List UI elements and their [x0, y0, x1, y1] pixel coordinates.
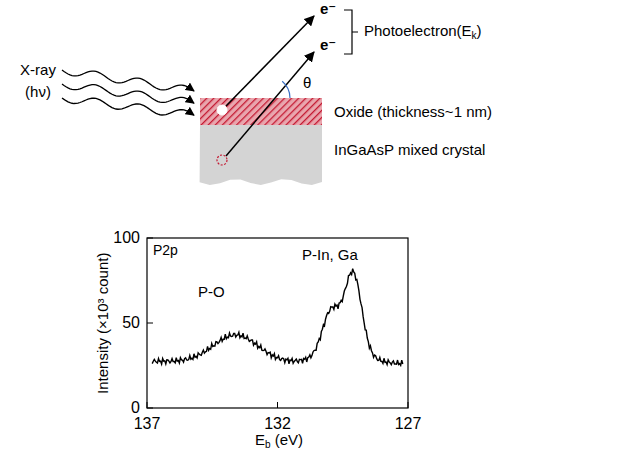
tick-label: 137: [134, 415, 161, 433]
tick-label: 50: [122, 314, 140, 332]
tick-label: 0: [131, 399, 140, 417]
x-ray-label: (hν): [25, 84, 51, 101]
tick-label: 127: [395, 415, 422, 433]
bracket: [344, 10, 358, 54]
tick: [147, 238, 153, 239]
axis-title: Intensity (×10³ count): [96, 252, 113, 393]
angle-label: θ: [303, 75, 311, 92]
x-ray-label: X-ray: [20, 62, 56, 79]
tick: [147, 408, 153, 409]
electron-path: [226, 52, 314, 156]
subscript: b: [265, 439, 271, 450]
peak-label: P-In, Ga: [302, 247, 358, 264]
tick: [408, 402, 409, 408]
x-ray-wave: [62, 84, 194, 103]
x-ray-wave: [62, 98, 194, 115]
axis-title: E: [255, 432, 265, 449]
angle-arc: [282, 81, 290, 98]
plot-frame: [147, 238, 408, 408]
electron-dot: [217, 105, 227, 115]
tick: [147, 323, 153, 324]
peak-label: P2p: [153, 243, 178, 258]
electron-path: [226, 16, 314, 106]
peak-label: P-O: [198, 284, 225, 301]
subscript: k: [472, 30, 477, 41]
spectrum-line: [152, 269, 403, 366]
oxide-layer: [200, 98, 322, 125]
tick-label: 100: [113, 229, 140, 247]
axis-title: (eV): [271, 432, 304, 449]
tick: [277, 402, 278, 408]
layer-label: Oxide (thickness~1 nm): [334, 104, 492, 121]
layer-label: InGaAsP mixed crystal: [334, 142, 485, 159]
tick-label: 132: [264, 415, 291, 433]
crystal-layer: [200, 125, 322, 185]
electron-label: e⁻: [320, 1, 336, 18]
tick: [147, 402, 148, 408]
photoelectron-label: Photoelectron(E: [364, 23, 472, 40]
electron-dot: [217, 155, 227, 165]
photoelectron-label: ): [477, 23, 482, 40]
electron-label: e⁻: [320, 37, 336, 54]
